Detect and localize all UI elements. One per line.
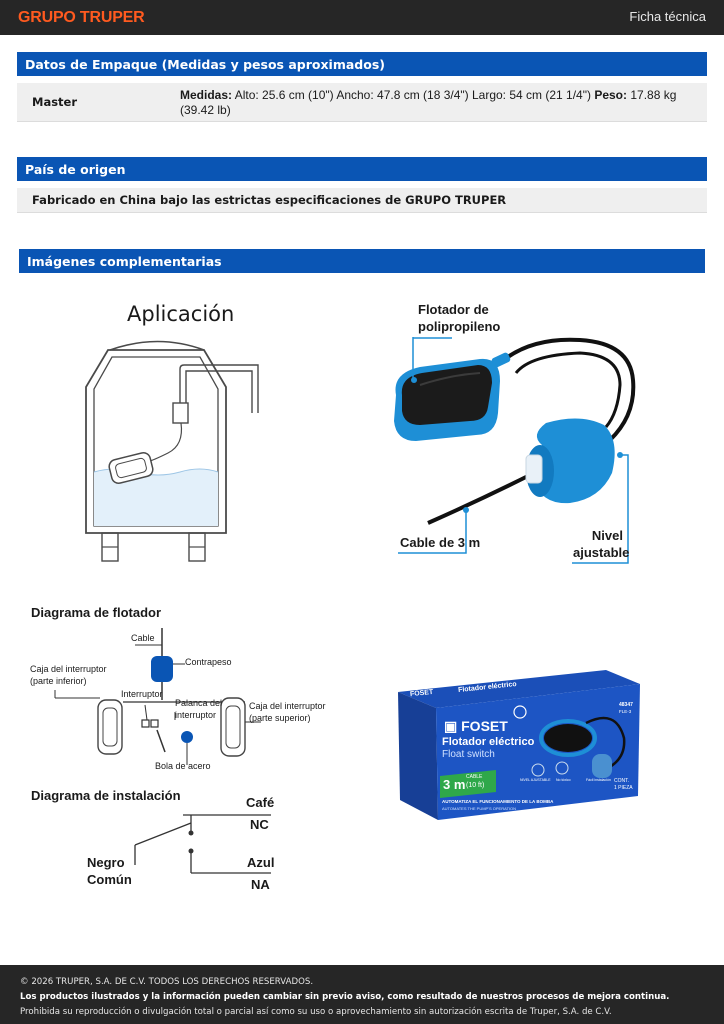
brand-logo: GRUPO TRUPER xyxy=(18,9,145,26)
product-box-drawing xyxy=(398,670,640,820)
float-material-label-line-1: Flotador de xyxy=(418,302,489,317)
lever-callout-line-1: Palanca del xyxy=(175,698,223,708)
installation-diagram-drawing xyxy=(134,814,271,874)
top-bar: GRUPO TRUPER Ficha técnica xyxy=(0,0,724,35)
packaging-row: Master Medidas: Alto: 25.6 cm (10") Anch… xyxy=(17,83,707,122)
na-label: NA xyxy=(251,877,270,892)
box-product-en: Float switch xyxy=(442,749,495,760)
black-wire-label-line-1: Negro xyxy=(87,855,125,870)
lower-box-callout-line-1: Caja del interruptor xyxy=(30,664,107,674)
cable-length-label: Cable de 3 m xyxy=(400,535,481,550)
adjustable-level-label-line-2: ajustable xyxy=(573,545,630,560)
lever-callout-line-2: interruptor xyxy=(175,710,217,720)
origin-section-title: País de origen xyxy=(17,157,707,181)
measures-value: Alto: 25.6 cm (10") Ancho: 47.8 cm (18 3… xyxy=(234,88,591,102)
box-cable-small: CABLE xyxy=(466,774,483,780)
origin-text: Fabricado en China bajo las estrictas es… xyxy=(32,193,507,207)
box-feature-a: No tóxico xyxy=(556,778,571,782)
product-box-image: ▣ FOSET FOSET Flotador eléctrico Flotado… xyxy=(396,668,644,826)
box-brand-text: FOSET xyxy=(461,718,508,734)
upper-box-callout: Caja del interruptor (parte superior) xyxy=(249,700,326,724)
weight-value: 17.88 kg (39.42 lb) xyxy=(180,88,677,117)
box-product-es: Flotador eléctrico xyxy=(442,736,535,748)
float-diagram-drawing xyxy=(54,628,261,765)
nc-label: NC xyxy=(250,817,269,832)
installation-diagram: Diagrama de instalación Café NC Negro Co… xyxy=(25,785,330,900)
brown-wire-label: Café xyxy=(246,795,275,810)
installation-diagram-title: Diagrama de instalación xyxy=(31,788,181,803)
box-tagline: AUTOMATIZA EL FUNCIONAMIENTO DE LA BOMBA xyxy=(442,799,554,804)
box-brand: ▣ FOSET xyxy=(444,718,508,735)
application-illustration: Aplicación xyxy=(70,295,290,570)
float-diagram: Diagrama de flotador Cable Contrapeso xyxy=(25,600,330,780)
box-level: NIVEL AJUSTABLE xyxy=(520,778,551,782)
footer-notice: Los productos ilustrados y la informació… xyxy=(20,992,670,1002)
origin-row: Fabricado en China bajo las estrictas es… xyxy=(17,188,707,213)
float-diagram-title: Diagrama de flotador xyxy=(31,605,162,620)
box-contents: CONT. xyxy=(614,778,629,784)
box-code: 48347 xyxy=(619,702,633,708)
box-pieces: 1 PIEZA xyxy=(614,785,633,791)
box-length: 3 m xyxy=(443,777,466,792)
float-material-label-line-2: polipropileno xyxy=(418,319,501,334)
lever-callout: Palanca del interruptor xyxy=(175,697,222,721)
black-wire-label-line-2: Común xyxy=(87,872,132,887)
box-brand-icon: ▣ xyxy=(444,718,458,734)
switch-callout: Interruptor xyxy=(121,689,163,699)
box-length-alt: (10 ft) xyxy=(466,782,485,789)
footer: © 2026 TRUPER, S.A. DE C.V. TODOS LOS DE… xyxy=(0,965,724,1024)
upper-box-callout-line-2: (parte superior) xyxy=(249,713,311,723)
float-switch-drawing xyxy=(394,337,636,564)
adjustable-level-label-line-1: Nivel xyxy=(591,528,623,543)
weight-label: Peso: xyxy=(594,88,628,102)
product-photo: Flotador de polipropileno Cable de 3 m N… xyxy=(380,295,650,570)
adjustable-level-label: Nivel ajustable xyxy=(573,527,630,561)
packaging-section-title: Datos de Empaque (Medidas y pesos aproxi… xyxy=(17,52,707,76)
footer-copyright: © 2026 TRUPER, S.A. DE C.V. TODOS LOS DE… xyxy=(20,977,314,987)
steel-ball-callout: Bola de acero xyxy=(155,761,211,771)
cable-callout: Cable xyxy=(131,633,155,643)
measures-label: Medidas: xyxy=(180,88,233,102)
counterweight-callout: Contrapeso xyxy=(185,657,232,667)
packaging-row-label: Master xyxy=(32,95,78,109)
footer-legal: Prohibida su reproducción o divulgación … xyxy=(20,1007,612,1017)
images-section-title: Imágenes complementarias xyxy=(19,249,705,273)
packaging-row-value: Medidas: Alto: 25.6 cm (10") Ancho: 47.8… xyxy=(180,88,695,118)
document-type: Ficha técnica xyxy=(629,9,706,24)
float-material-label: Flotador de polipropileno xyxy=(418,301,500,335)
blue-wire-label: Azul xyxy=(247,855,275,870)
lower-box-callout-line-2: (parte inferior) xyxy=(30,676,87,686)
upper-box-callout-line-1: Caja del interruptor xyxy=(249,701,326,711)
lower-box-callout: Caja del interruptor (parte inferior) xyxy=(30,663,107,687)
black-wire-label: Negro Común xyxy=(87,854,132,888)
box-feature-b: Fácil instalación xyxy=(586,778,611,782)
box-tagline-en: AUTOMATES THE PUMP'S OPERATION xyxy=(442,806,517,811)
tank-drawing xyxy=(85,340,259,562)
application-title: Aplicación xyxy=(127,302,235,326)
box-model: FLE-3 xyxy=(619,709,632,714)
